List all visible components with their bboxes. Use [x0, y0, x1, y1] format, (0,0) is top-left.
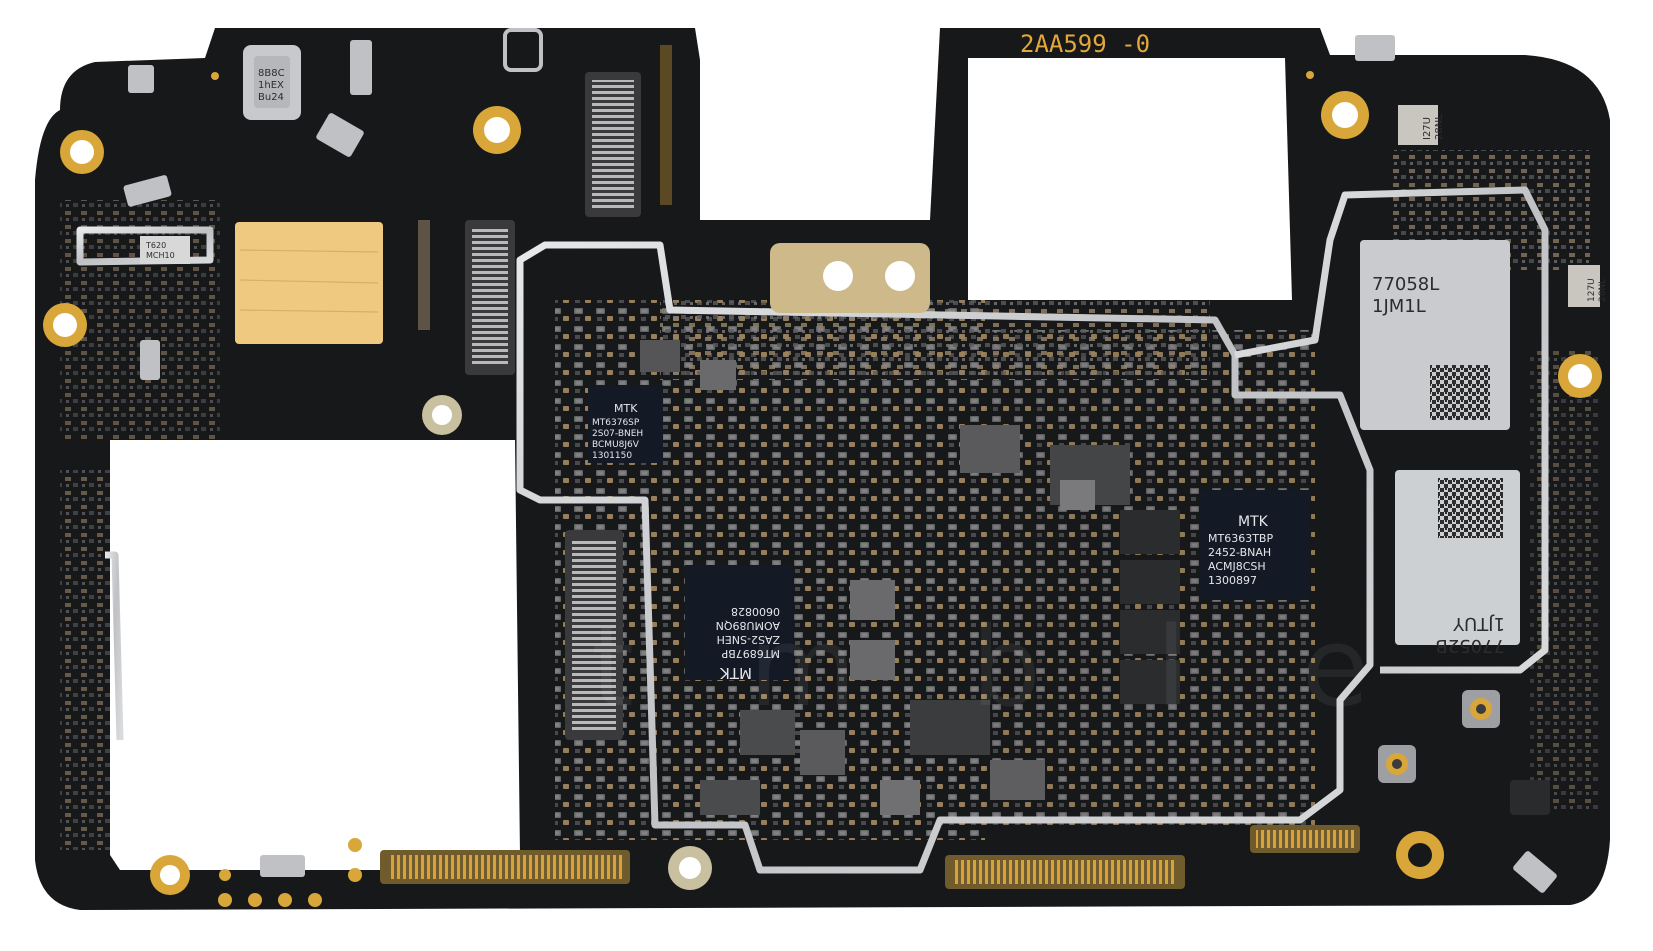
small-part-top-right	[1398, 105, 1438, 145]
rf-bottom-line-1: 77052B	[1435, 635, 1505, 656]
mtk-chip-left-marking: MTK MT6376SP 2S07-BNEH BCMU8J6V 1301150	[592, 402, 643, 461]
passives-field-right-strip	[1530, 350, 1600, 810]
small-left-pad-line-1: T620	[145, 241, 166, 250]
small-right-edge-line-2: 28NL	[1598, 279, 1608, 302]
small-part-right-edge-label: 127U 28NL	[1587, 278, 1608, 302]
mtk-chip-right	[1200, 490, 1310, 600]
top-bracket-hole-left	[823, 261, 853, 291]
mtk-left-line-3: 2S07-BNEH	[592, 429, 643, 439]
foam-pad	[235, 222, 383, 344]
mtk-center-line-2: MT6897BP	[721, 647, 780, 660]
watermark: i c t m b l e	[270, 603, 1409, 731]
rf-shield-top-datamatrix	[1430, 365, 1490, 420]
small-left-pad-line-2: MCH10	[146, 251, 175, 260]
mtk-chip-right-marking: MTK MT6363TBP 2452-BNAH ACMJ8CSH 1300897	[1208, 514, 1273, 587]
connectors	[380, 45, 1360, 889]
mtk-right-line-4: ACMJ8CSH	[1208, 560, 1266, 573]
mtk-center-line-5: 0600828	[731, 605, 780, 618]
rf-top-line-2: 1JM1L	[1372, 296, 1426, 317]
rf-bottom-label: 77052B 1JTUY	[1435, 613, 1505, 656]
gold-test-points	[211, 71, 1314, 907]
mtk-left-line-4: BCMU8J6V	[592, 440, 640, 450]
mtk-left-line-2: MT6376SP	[592, 418, 640, 428]
coax-connectors	[1378, 690, 1500, 783]
mtk-right-line-2: MT6363TBP	[1208, 532, 1273, 545]
passives-field-left-strip	[60, 470, 110, 850]
mtk-right-line-1: MTK	[1238, 514, 1269, 530]
mtk-center-line-3: ZAS2-SNEH	[717, 633, 780, 646]
mtk-left-line-5: 1301150	[592, 451, 632, 461]
mtk-left-line-1: MTK	[614, 402, 638, 415]
small-top-right-line-2: 28NL	[1434, 114, 1445, 140]
rf-shield-bottom-datamatrix	[1438, 478, 1503, 538]
board-id-label: 2AA599 -0	[1020, 30, 1150, 58]
crystal-line-1: 8B8C	[258, 68, 285, 79]
small-part-left-pad	[140, 236, 190, 264]
mtk-right-line-5: 1300897	[1208, 574, 1257, 587]
mtk-chip-left	[588, 385, 663, 463]
mounting-holes	[43, 91, 1602, 895]
small-top-right-line-1: I27U	[1422, 117, 1433, 140]
misc-switches	[123, 28, 1557, 893]
rf-top-line-1: 77058L	[1372, 274, 1439, 295]
small-part-top-right-label: I27U 28NL	[1422, 114, 1445, 140]
small-right-edge-line-1: 127U	[1587, 278, 1597, 302]
mtk-chip-center-marking: MTK MT6897BP ZAS2-SNEH AOMU89QN 0600828	[716, 605, 780, 682]
crystal-line-2: 1hEX	[258, 80, 284, 91]
crystal-line-3: Bu24	[258, 92, 284, 103]
mtk-center-line-1: MTK	[719, 664, 752, 682]
power-inductors	[640, 340, 1180, 815]
mtk-chip-center	[685, 565, 793, 680]
foam-pad-texture	[239, 249, 379, 313]
small-part-right-edge	[1568, 265, 1600, 307]
mtk-right-line-3: 2452-BNAH	[1208, 546, 1271, 559]
rf-bottom-line-2: 1JTUY	[1452, 613, 1505, 634]
crystal-top-left-inner	[254, 56, 290, 108]
mtk-center-line-4: AOMU89QN	[716, 619, 780, 632]
rf-shield-walls	[76, 186, 1549, 874]
top-bracket-hole-right	[885, 261, 915, 291]
